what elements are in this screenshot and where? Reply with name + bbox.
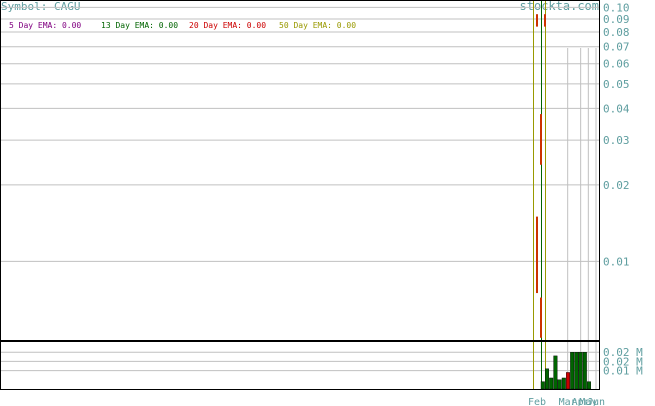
legend-ema50: 50 Day EMA: 0.00 [279,21,356,30]
price-bar [540,114,542,165]
volume-bar [561,377,566,390]
volume-bar [557,379,562,390]
volume-bar [540,381,545,390]
price-tick-label: 0.09 [603,13,630,26]
price-tick-label: 0.02 [603,179,630,192]
price-tick-label: 0.05 [603,78,630,91]
volume-axis: 0.02 M0.02 M0.01 M [603,346,643,377]
legend-ema13: 13 Day EMA: 0.00 [101,21,178,30]
price-bar [536,216,538,294]
price-grid [1,6,600,262]
price-tick-label: 0.01 [603,255,630,268]
date-tick-label: Mar [559,397,577,406]
date-tick-label: Jun [587,397,605,406]
price-axis: 0.100.090.08 0.07 0.06 0.05 0.04 0.03 0.02 0.01 [603,1,630,268]
volume-tick-label: 0.02 M [603,355,643,368]
volume-bar [549,377,554,390]
date-tick-label: Apr [572,397,590,406]
price-bar [540,297,542,338]
price-bar [536,14,538,27]
volume-tick-label: 0.01 M [603,365,643,378]
volume-bar [553,355,558,390]
volume-panel-border [0,341,600,390]
price-tick-label: 0.06 [603,58,630,71]
volume-bar [587,381,592,390]
date-tick-label: Feb [528,397,546,406]
volume-bar [566,372,571,390]
price-panel-border [0,0,600,341]
legend-ema20: 20 Day EMA: 0.00 [189,21,266,30]
brand-logo: stockta.com [520,0,599,13]
volume-bar [578,352,583,390]
volume-bar [545,368,550,390]
price-tick-label: 0.10 [603,1,630,14]
date-gridlines [567,48,597,389]
legend-ema5: 5 Day EMA: 0.00 [9,21,81,30]
volume-tick-label: 0.02 M [603,346,643,359]
price-marks [536,14,546,338]
volume-grid [1,351,600,372]
volume-bar [582,352,587,390]
volume-bar [574,352,579,390]
price-tick-label: 0.07 [603,41,630,54]
ema-lines [533,1,546,389]
volume-bar [570,352,575,390]
date-tick-label: May [579,397,597,406]
price-tick-label: 0.03 [603,134,630,147]
price-tick-label: 0.08 [603,26,630,39]
symbol-label: Symbol: CAGU [1,0,80,13]
price-tick-label: 0.04 [603,102,630,115]
price-bar [544,14,546,27]
